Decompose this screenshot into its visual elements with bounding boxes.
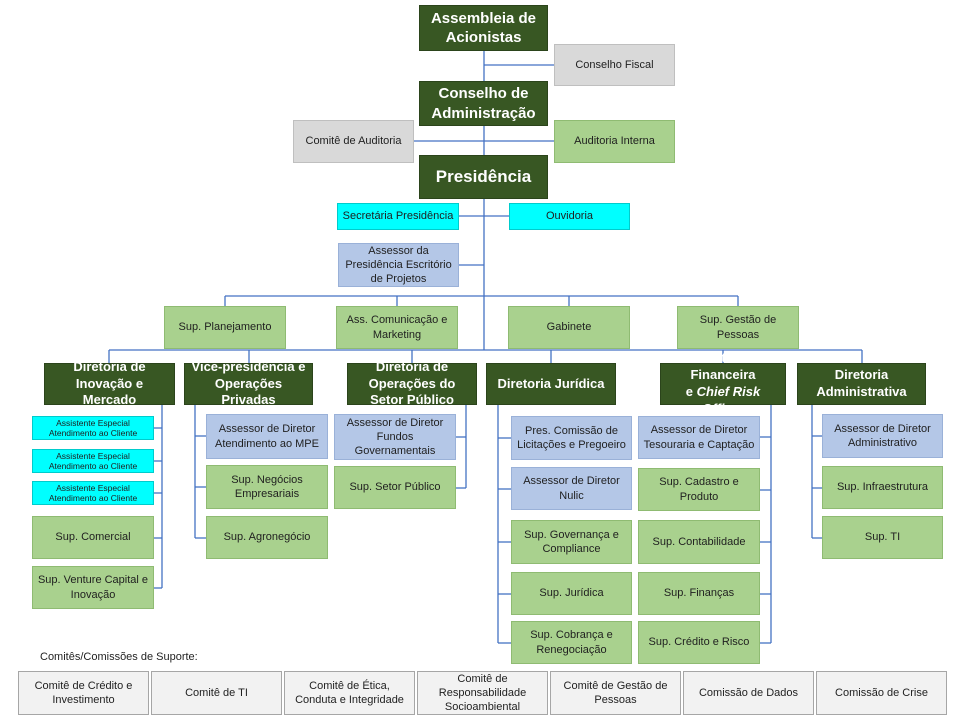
auditoria-interna-box: Auditoria Interna bbox=[554, 120, 675, 163]
support-committee-5: Comitê de Gestão de Pessoas bbox=[550, 671, 681, 715]
sup-venture-capital-box: Sup. Venture Capital e Inovação bbox=[32, 566, 154, 609]
assessor-nulic-box: Assessor de Diretor Nulic bbox=[511, 467, 632, 510]
diretoria-administrativa-box: Diretoria Administrativa bbox=[797, 363, 926, 405]
gabinete-box: Gabinete bbox=[508, 306, 630, 349]
sup-setor-publico-box: Sup. Setor Público bbox=[334, 466, 456, 509]
sup-planejamento-box: Sup. Planejamento bbox=[164, 306, 286, 349]
sup-ti-box: Sup. TI bbox=[822, 516, 943, 559]
secretaria-box: Secretária Presidência bbox=[337, 203, 459, 230]
assessor-mpe-box: Assessor de Diretor Atendimento ao MPE bbox=[206, 414, 328, 459]
sup-cobranca-box: Sup. Cobrança e Renegociação bbox=[511, 621, 632, 664]
assistente-especial-box-1: Assistente Especial Atendimento ao Clien… bbox=[32, 416, 154, 440]
sup-infraestrutura-box: Sup. Infraestrutura bbox=[822, 466, 943, 509]
vice-presidencia-box: Vice-presidência e Operações Privadas bbox=[184, 359, 313, 407]
ass-comunicacao-box: Ass. Comunicação e Marketing bbox=[336, 306, 458, 349]
diretoria-inovacao-box: Diretoria de Inovação e Mercado bbox=[44, 359, 175, 407]
support-committees-title: Comitês/Comissões de Suporte: bbox=[40, 651, 198, 663]
sup-contabilidade-box: Sup. Contabilidade bbox=[638, 520, 760, 564]
sup-negocios-box: Sup. Negócios Empresariais bbox=[206, 465, 328, 509]
assistente-especial-box-3: Assistente Especial Atendimento ao Clien… bbox=[32, 481, 154, 505]
ouvidoria-box: Ouvidoria bbox=[509, 203, 630, 230]
assessor-fundos-box: Assessor de Diretor Fundos Governamentai… bbox=[334, 414, 456, 460]
support-committee-7: Comissão de Crise bbox=[816, 671, 947, 715]
conselho-administracao-box: Conselho de Administração bbox=[419, 81, 548, 126]
sup-governanca-box: Sup. Governança e Compliance bbox=[511, 520, 632, 564]
comite-auditoria-box: Comitê de Auditoria bbox=[293, 120, 414, 163]
assessor-presidencia-box: Assessor da Presidência Escritório de Pr… bbox=[338, 243, 459, 287]
diretoria-setor-publico-box: Diretoria de Operações do Setor Público bbox=[347, 359, 477, 407]
support-committee-6: Comissão de Dados bbox=[683, 671, 814, 715]
diretoria-juridica-box: Diretoria Jurídica bbox=[486, 363, 616, 405]
conselho-fiscal-box: Conselho Fiscal bbox=[554, 44, 675, 86]
support-committee-4: Comitê de Responsabilidade Socioambienta… bbox=[417, 671, 548, 715]
sup-gestao-pessoas-box: Sup. Gestão de Pessoas bbox=[677, 306, 799, 349]
sup-agronegocio-box: Sup. Agronegócio bbox=[206, 516, 328, 559]
sup-juridica-box: Sup. Jurídica bbox=[511, 572, 632, 615]
sup-credito-risco-box: Sup. Crédito e Risco bbox=[638, 621, 760, 664]
sup-comercial-box: Sup. Comercial bbox=[32, 516, 154, 559]
assembleia-box: Assembleia de Acionistas bbox=[419, 5, 548, 51]
assessor-tesouraria-box: Assessor de Diretor Tesouraria e Captaçã… bbox=[638, 416, 760, 459]
support-committee-3: Comitê de Ética, Conduta e Integridade bbox=[284, 671, 415, 715]
support-committee-1: Comitê de Crédito e Investimento bbox=[18, 671, 149, 715]
sup-cadastro-box: Sup. Cadastro e Produto bbox=[638, 468, 760, 511]
assistente-especial-box-2: Assistente Especial Atendimento ao Clien… bbox=[32, 449, 154, 473]
presidencia-box: Presidência bbox=[419, 155, 548, 199]
assessor-administrativo-box: Assessor de Diretor Administrativo bbox=[822, 414, 943, 458]
pres-licitacoes-box: Pres. Comissão de Licitações e Pregoeiro bbox=[511, 416, 632, 460]
sup-financas-box: Sup. Finanças bbox=[638, 572, 760, 615]
support-committee-2: Comitê de TI bbox=[151, 671, 282, 715]
